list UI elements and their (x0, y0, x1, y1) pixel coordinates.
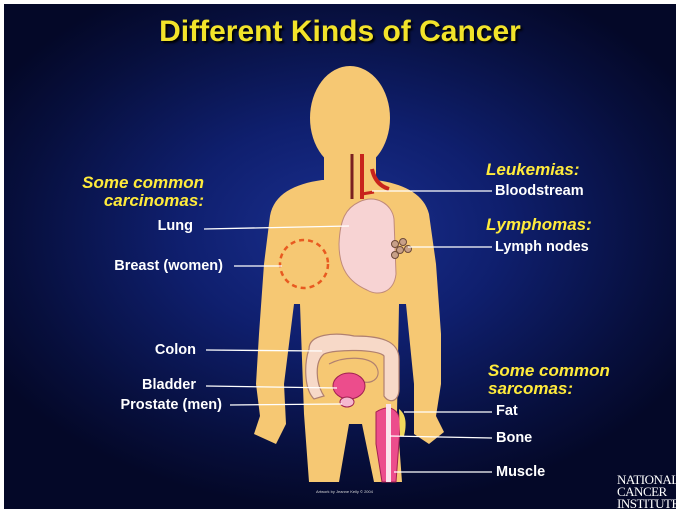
carcinomas-heading-line2: carcinomas: (104, 192, 204, 209)
label-lung: Lung (158, 219, 193, 234)
label-bone: Bone (496, 431, 532, 446)
logo-line3: INSTITUTE (617, 498, 676, 509)
slide: Different Kinds of Cancer Some common ca… (4, 4, 676, 509)
label-colon: Colon (155, 343, 196, 358)
sarcomas-heading-line1: Some common (488, 362, 610, 379)
sarcomas-heading-line2: sarcomas: (488, 380, 573, 397)
nci-logo: NATIONAL CANCER INSTITUTE (617, 474, 676, 509)
anatomy-diagram (4, 4, 676, 509)
leukemias-heading: Leukemias: (486, 161, 580, 178)
label-bladder: Bladder (142, 378, 196, 393)
slide-title: Different Kinds of Cancer (4, 17, 676, 47)
label-fat: Fat (496, 404, 518, 419)
carcinomas-heading-line1: Some common (82, 174, 204, 191)
leg-bone (386, 404, 391, 482)
label-bloodstream: Bloodstream (495, 184, 584, 199)
label-breast: Breast (women) (114, 259, 223, 274)
prostate-organ (340, 397, 354, 407)
lymphomas-heading: Lymphomas: (486, 216, 592, 233)
leg-fat (399, 409, 406, 436)
label-prostate: Prostate (men) (120, 398, 222, 413)
label-lymph-nodes: Lymph nodes (495, 240, 589, 255)
artwork-credit: Artwork by Jeanne Kelly © 2004 (316, 490, 373, 494)
label-muscle: Muscle (496, 465, 545, 480)
bladder-organ (333, 373, 365, 399)
